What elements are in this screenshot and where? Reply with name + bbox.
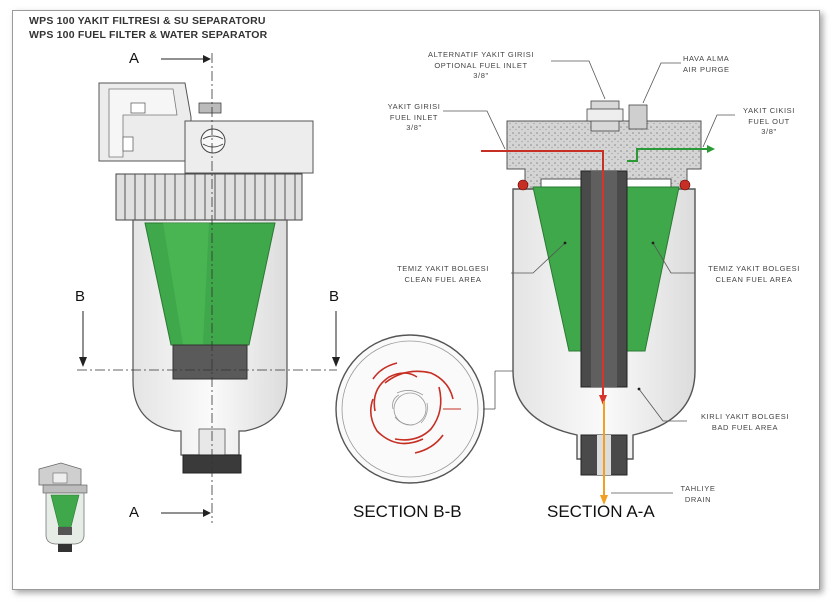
label-alternate-inlet-tr: ALTERNATIF YAKIT GIRISI [427,50,535,59]
label-fuel-inlet-size: 3/8" [406,123,422,132]
label-drain-tr: TAHLIYE [680,484,716,493]
label-clean-fuel-left-en: CLEAN FUEL AREA [404,274,482,284]
label-air-purge-tr: HAVA ALMA [683,54,730,63]
label-alternate-inlet: ALTERNATIF YAKIT GIRISI OPTIONAL FUEL IN… [411,51,551,80]
label-clean-fuel-right: TEMIZ YAKIT BOLGESI CLEAN FUEL AREA [693,265,815,283]
section-a-a-view [443,60,735,505]
label-drain-en: DRAIN [684,494,712,504]
label-drain: TAHLIYE DRAIN [673,485,723,503]
label-bad-fuel-en: BAD FUEL AREA [711,422,779,432]
technical-drawing [38,53,735,552]
drawing-sheet: WPS 100 YAKIT FILTRESI & SU SEPARATORU W… [12,10,820,590]
section-marker-a-top: A [129,50,140,67]
label-fuel-out-en: FUEL OUT [748,116,790,126]
label-alternate-inlet-en: OPTIONAL FUEL INLET [434,60,528,70]
section-marker-a-bottom: A [129,504,140,521]
exterior-view [77,53,340,523]
label-clean-fuel-right-tr: TEMIZ YAKIT BOLGESI [708,264,800,273]
section-marker-b-left: B [75,288,86,305]
label-fuel-inlet: YAKIT GIRISI FUEL INLET 3/8" [377,103,451,132]
product-photo-thumbnail [38,462,88,552]
label-bad-fuel-tr: KIRLI YAKIT BOLGESI [700,412,790,421]
label-alternate-inlet-size: 3/8" [473,71,489,80]
section-a-a-title: SECTION A-A [547,502,655,521]
label-fuel-out: YAKIT CIKISI FUEL OUT 3/8" [731,107,807,136]
label-clean-fuel-right-en: CLEAN FUEL AREA [715,274,793,284]
title-turkish: WPS 100 YAKIT FILTRESI & SU SEPARATORU [29,15,266,27]
label-bad-fuel: KIRLI YAKIT BOLGESI BAD FUEL AREA [685,413,805,431]
label-air-purge-en: AIR PURGE [683,64,730,74]
label-fuel-out-size: 3/8" [761,127,777,136]
section-b-b-view [335,334,521,484]
label-clean-fuel-left-tr: TEMIZ YAKIT BOLGESI [397,264,489,273]
label-fuel-inlet-en: FUEL INLET [389,112,439,122]
label-fuel-inlet-tr: YAKIT GIRISI [387,102,441,111]
section-marker-b-right: B [329,288,340,305]
label-fuel-out-tr: YAKIT CIKISI [743,106,795,115]
label-clean-fuel-left: TEMIZ YAKIT BOLGESI CLEAN FUEL AREA [381,265,505,283]
title-english: WPS 100 FUEL FILTER & WATER SEPARATOR [29,29,268,41]
label-air-purge: HAVA ALMA AIR PURGE [683,55,730,73]
section-b-b-title: SECTION B-B [353,502,462,521]
